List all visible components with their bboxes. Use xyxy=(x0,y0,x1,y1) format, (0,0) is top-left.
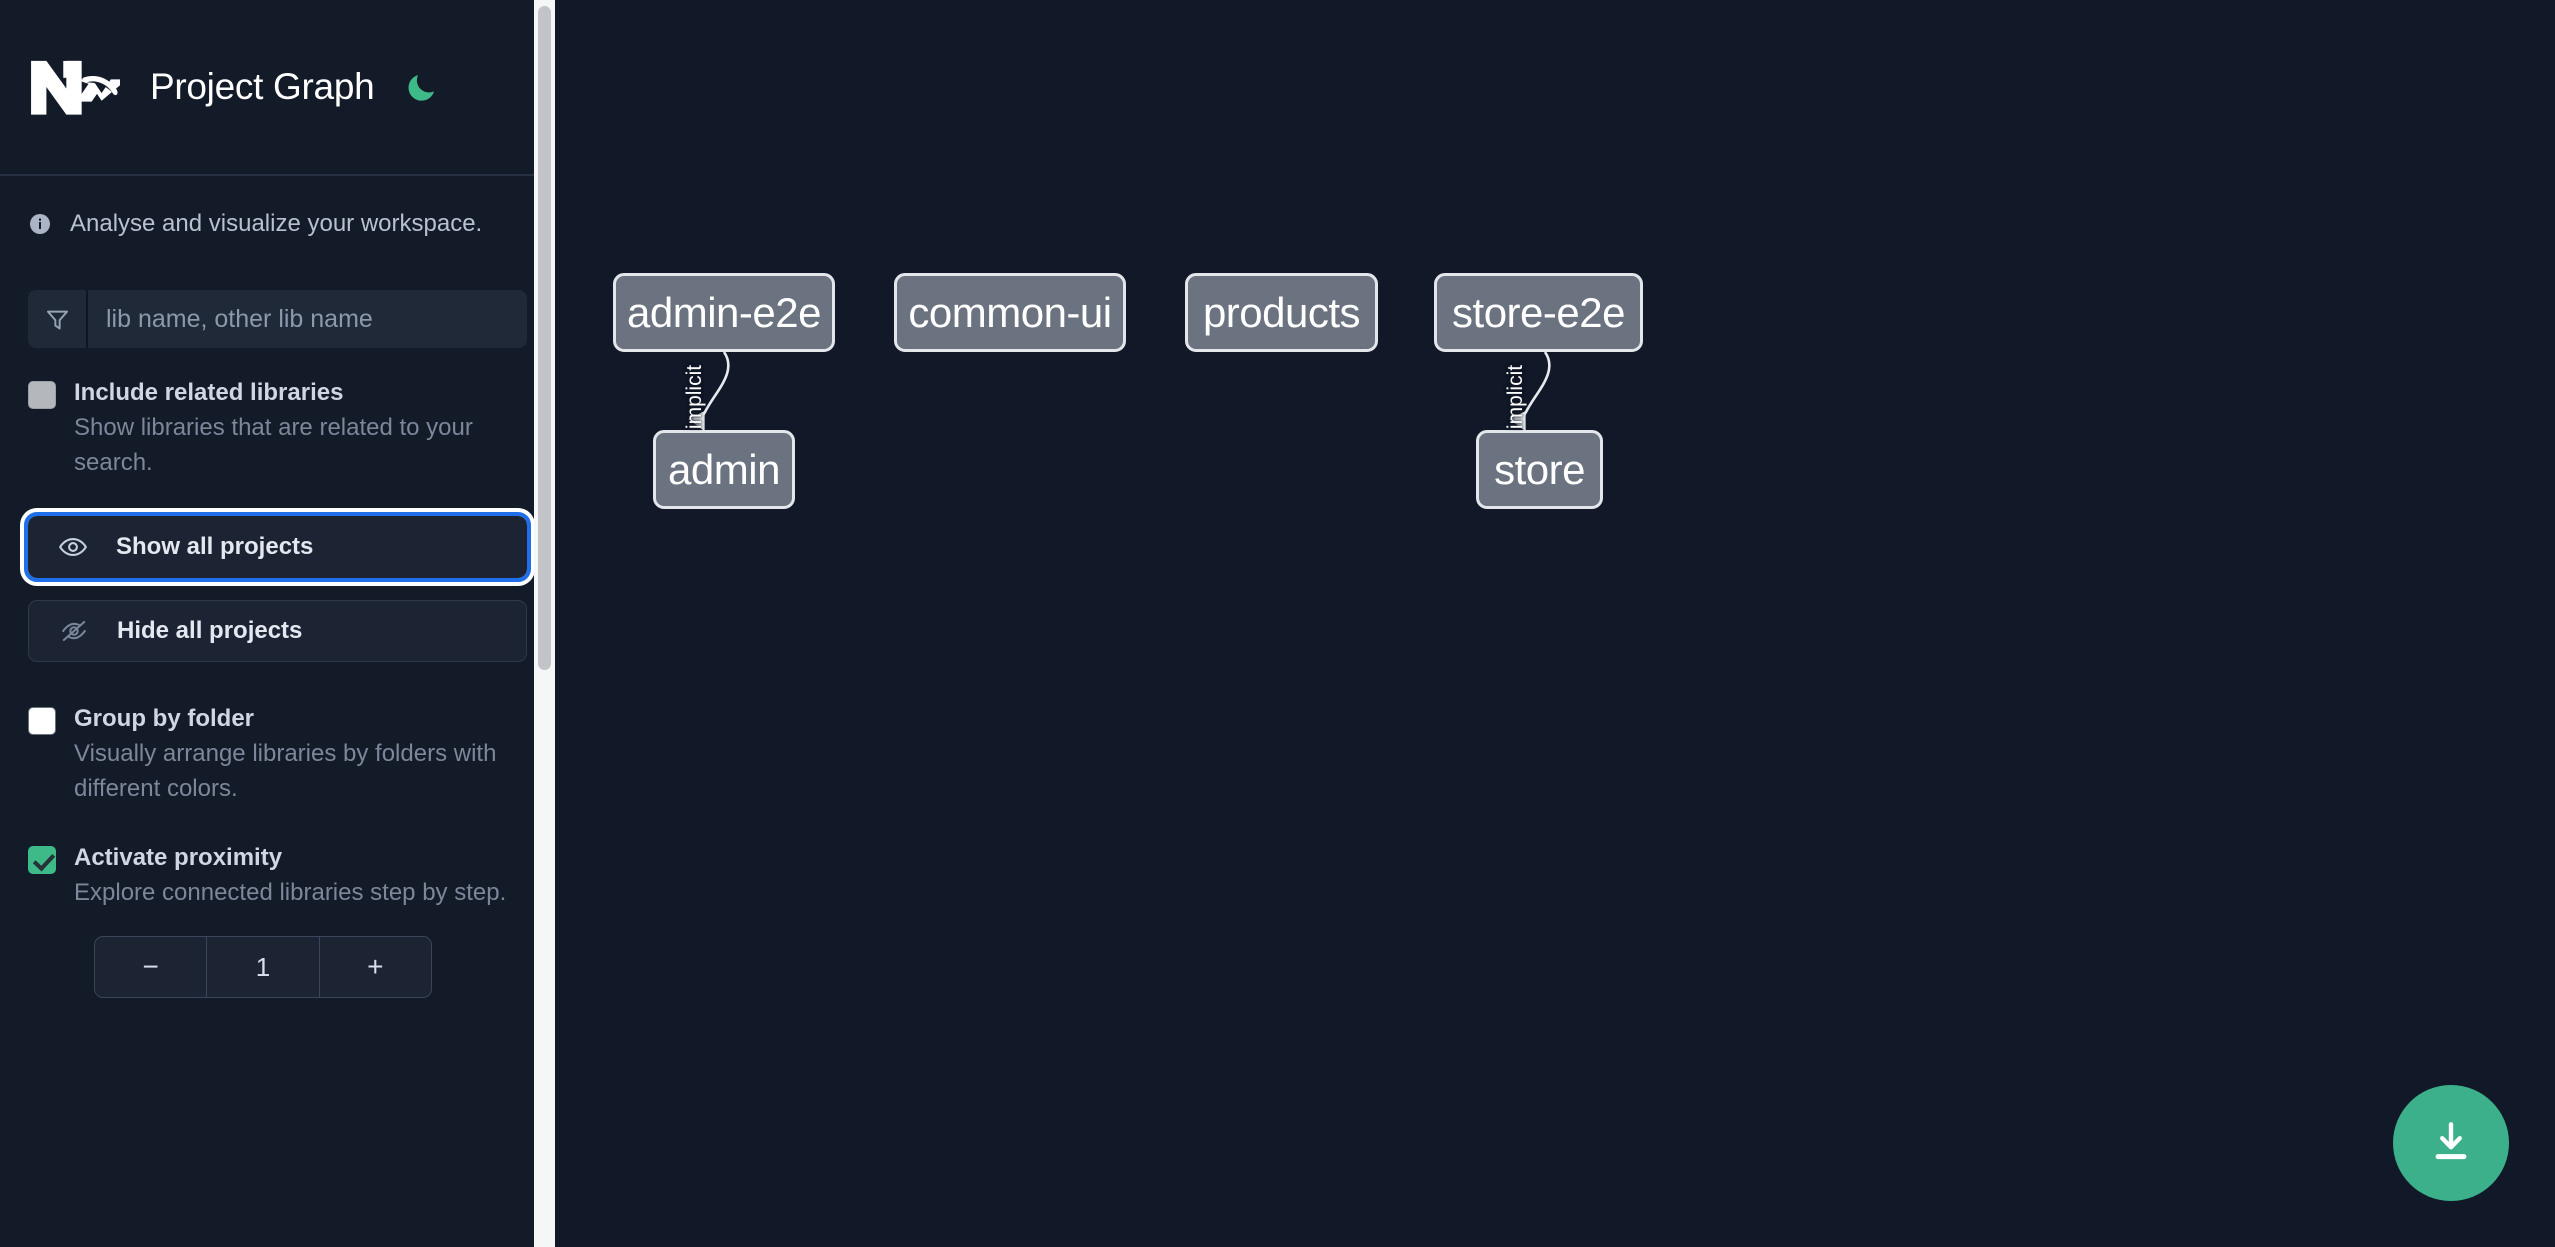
graph-canvas[interactable]: admin-e2e common-ui products store-e2e a… xyxy=(555,0,2555,1247)
include-related-libraries-checkbox xyxy=(28,381,56,409)
page-title: Project Graph xyxy=(150,66,375,107)
activate-proximity-label: Activate proximity xyxy=(74,843,283,871)
show-all-projects-button[interactable]: Show all projects xyxy=(24,512,531,583)
graph-edges xyxy=(688,351,1551,432)
sidebar-scrollbar-thumb[interactable] xyxy=(538,6,551,670)
hide-all-projects-button[interactable]: Hide all projects xyxy=(28,600,527,663)
search-box[interactable] xyxy=(28,290,527,348)
sidebar-body: Analyse and visualize your workspace. In… xyxy=(0,176,555,999)
proximity-increment-button[interactable]: + xyxy=(367,951,384,983)
graph-node-admin[interactable]: admin xyxy=(653,430,795,509)
proximity-decrement-button[interactable]: − xyxy=(142,951,159,983)
download-icon xyxy=(2426,1117,2476,1170)
graph-node-store[interactable]: store xyxy=(1476,430,1603,509)
graph-node-admin-e2e-label: admin-e2e xyxy=(627,288,821,336)
download-graph-button[interactable] xyxy=(2393,1085,2509,1201)
graph-node-common-ui-label: common-ui xyxy=(908,288,1112,336)
proximity-value[interactable]: 1 xyxy=(206,937,320,998)
show-all-projects-label: Show all projects xyxy=(116,533,314,561)
nx-logo xyxy=(28,56,127,118)
edge-label-admin-e2e-admin: implicit xyxy=(683,364,706,430)
graph-node-store-e2e-label: store-e2e xyxy=(1452,288,1625,336)
search-input[interactable] xyxy=(88,290,527,348)
graph-node-admin-e2e[interactable]: admin-e2e xyxy=(613,273,835,352)
hide-all-projects-label: Hide all projects xyxy=(117,617,303,645)
group-by-folder-text: Group by folder Visually arrange librari… xyxy=(74,702,527,806)
activate-proximity-description: Explore connected libraries step by step… xyxy=(74,878,507,906)
button-gap xyxy=(28,578,527,600)
workspace-blurb: Analyse and visualize your workspace. xyxy=(28,176,527,272)
activate-proximity-text: Activate proximity Explore connected lib… xyxy=(74,841,527,911)
filter-icon xyxy=(28,290,88,348)
include-related-libraries-label: Include related libraries xyxy=(74,379,344,406)
graph-node-store-e2e[interactable]: store-e2e xyxy=(1434,273,1643,352)
graph-node-store-label: store xyxy=(1494,445,1585,493)
activate-proximity-checkbox[interactable] xyxy=(28,845,56,874)
option-group-by-folder[interactable]: Group by folder Visually arrange librari… xyxy=(28,702,527,806)
sidebar-header: Project Graph xyxy=(0,0,555,176)
option-include-related-libraries[interactable]: Include related libraries Show libraries… xyxy=(28,376,527,480)
proximity-stepper: − 1 + xyxy=(94,936,432,999)
group-by-folder-description: Visually arrange libraries by folders wi… xyxy=(74,740,497,802)
group-by-folder-label: Group by folder xyxy=(74,705,254,733)
eye-icon xyxy=(58,534,92,560)
edge-label-store-e2e-store: implicit xyxy=(1504,364,1527,430)
include-related-libraries-description: Show libraries that are related to your … xyxy=(74,413,473,476)
moon-icon[interactable] xyxy=(402,67,442,107)
eye-off-icon xyxy=(59,618,93,644)
graph-node-products[interactable]: products xyxy=(1185,273,1378,352)
option-activate-proximity[interactable]: Activate proximity Explore connected lib… xyxy=(28,841,527,911)
workspace-blurb-text: Analyse and visualize your workspace. xyxy=(70,210,483,237)
include-related-libraries-text: Include related libraries Show libraries… xyxy=(74,376,527,480)
graph-node-common-ui[interactable]: common-ui xyxy=(894,273,1126,352)
group-by-folder-checkbox[interactable] xyxy=(28,707,56,736)
graph-node-admin-label: admin xyxy=(668,445,780,493)
info-icon xyxy=(28,212,52,236)
sidebar: Project Graph Analyse and visualize your… xyxy=(0,0,555,1247)
visibility-buttons: Show all projects Hide all projects xyxy=(24,512,531,663)
sidebar-scrollbar[interactable] xyxy=(534,0,555,1247)
graph-node-products-label: products xyxy=(1202,288,1361,336)
